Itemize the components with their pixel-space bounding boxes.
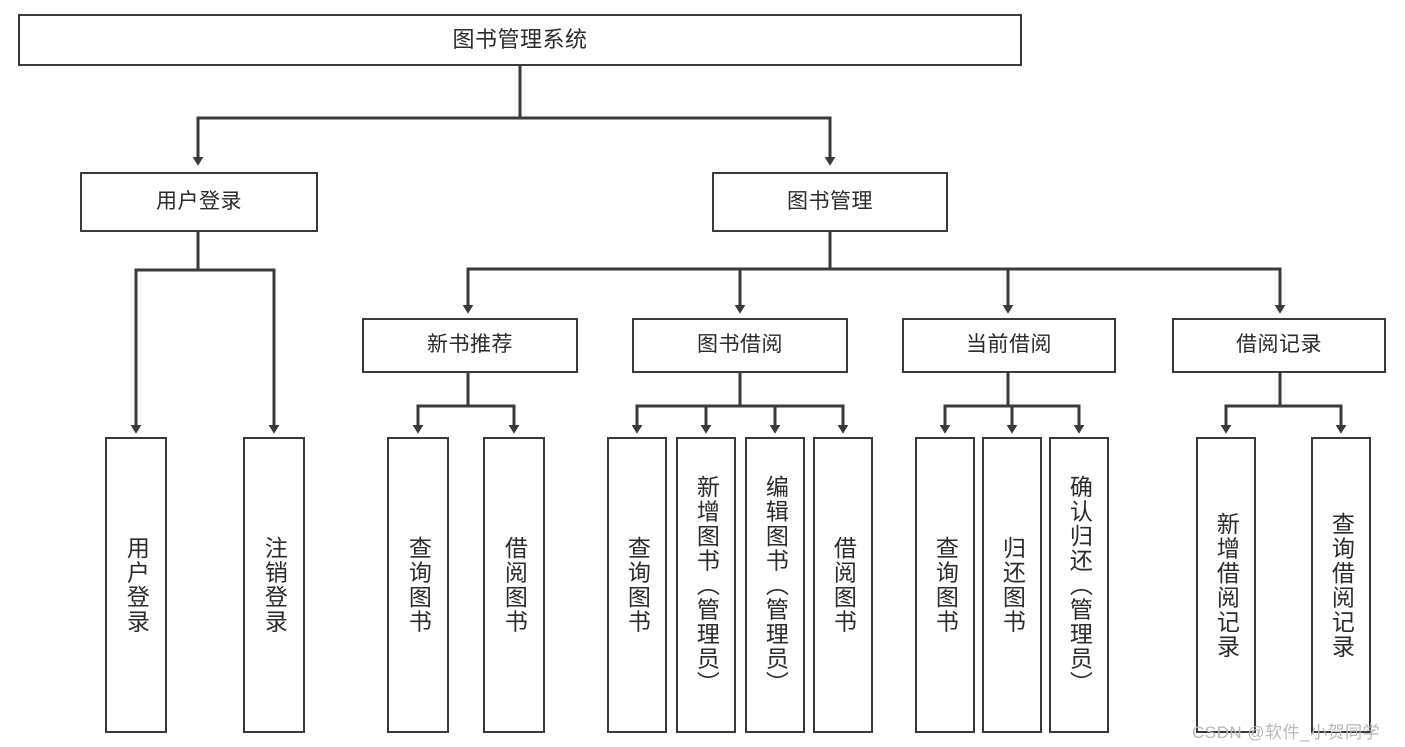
node-user-login[interactable]: 用户登录 (80, 172, 318, 232)
node-leaf-return-book-label: 归还图书 (999, 536, 1026, 634)
node-leaf-user-login[interactable]: 用户登录 (105, 437, 167, 733)
node-leaf-confirm-return-label: 确认归还（管理员） (1066, 474, 1093, 696)
node-new-book-recommend-label: 新书推荐 (427, 333, 513, 357)
node-leaf-confirm-return[interactable]: 确认归还（管理员） (1049, 437, 1109, 733)
node-current-borrow[interactable]: 当前借阅 (902, 318, 1116, 373)
node-book-manage-label: 图书管理 (787, 189, 873, 213)
node-current-borrow-label: 当前借阅 (966, 333, 1052, 357)
node-book-manage[interactable]: 图书管理 (712, 172, 948, 232)
node-leaf-add-book-label: 新增图书（管理员） (693, 474, 720, 696)
node-leaf-borrow-book-1-label: 借阅图书 (501, 536, 528, 634)
node-leaf-query-book-2[interactable]: 查询图书 (607, 437, 667, 733)
node-leaf-query-book-1[interactable]: 查询图书 (387, 437, 449, 733)
node-new-book-recommend[interactable]: 新书推荐 (362, 318, 578, 373)
node-leaf-user-login-label: 用户登录 (123, 536, 150, 634)
node-root[interactable]: 图书管理系统 (18, 14, 1022, 66)
node-leaf-query-book-3[interactable]: 查询图书 (915, 437, 975, 733)
node-leaf-add-book[interactable]: 新增图书（管理员） (676, 437, 736, 733)
node-leaf-query-book-2-label: 查询图书 (624, 536, 651, 634)
node-user-login-label: 用户登录 (156, 189, 242, 213)
node-leaf-add-borrow-record[interactable]: 新增借阅记录 (1196, 437, 1256, 733)
node-borrow-record-label: 借阅记录 (1236, 333, 1322, 357)
node-book-borrow[interactable]: 图书借阅 (632, 318, 848, 373)
node-leaf-borrow-book-2-label: 借阅图书 (830, 536, 857, 634)
node-leaf-edit-book-label: 编辑图书（管理员） (762, 474, 789, 696)
node-borrow-record[interactable]: 借阅记录 (1172, 318, 1386, 373)
node-leaf-borrow-book-1[interactable]: 借阅图书 (483, 437, 545, 733)
node-leaf-add-borrow-record-label: 新增借阅记录 (1213, 511, 1240, 659)
csdn-watermark: CSDN @软件_小贺同学 (1192, 723, 1381, 742)
node-leaf-query-book-3-label: 查询图书 (932, 536, 959, 634)
node-leaf-query-borrow-record[interactable]: 查询借阅记录 (1311, 437, 1371, 733)
node-root-label: 图书管理系统 (452, 27, 588, 53)
node-leaf-return-book[interactable]: 归还图书 (982, 437, 1042, 733)
node-leaf-query-book-1-label: 查询图书 (405, 536, 432, 634)
node-book-borrow-label: 图书借阅 (697, 333, 783, 357)
node-leaf-query-borrow-record-label: 查询借阅记录 (1328, 511, 1355, 659)
node-leaf-borrow-book-2[interactable]: 借阅图书 (813, 437, 873, 733)
node-leaf-edit-book[interactable]: 编辑图书（管理员） (745, 437, 805, 733)
node-leaf-logout-login[interactable]: 注销登录 (243, 437, 305, 733)
node-leaf-logout-login-label: 注销登录 (261, 536, 288, 634)
